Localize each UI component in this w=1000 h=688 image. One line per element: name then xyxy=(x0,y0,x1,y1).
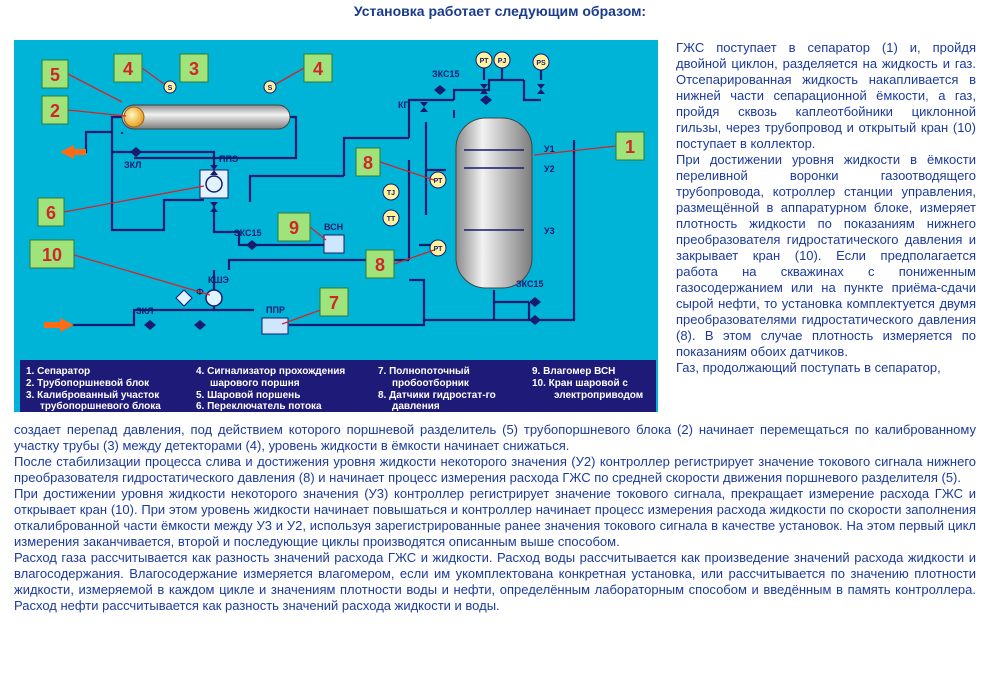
legend-item: электроприводом xyxy=(554,390,643,401)
ball-piston xyxy=(123,106,145,128)
inlet-arrow xyxy=(44,318,74,332)
callout-label: 9 xyxy=(289,218,299,238)
outlet-arrow xyxy=(60,145,86,159)
bottom-paragraph: создает перепад давления, под действием … xyxy=(14,422,976,453)
callout-label: 4 xyxy=(123,59,133,79)
page-title: Установка работает следующим образом: xyxy=(353,3,647,19)
callout-label: 1 xyxy=(625,137,635,157)
callout-label: 8 xyxy=(363,153,373,173)
label-zkl-bottom: ЗКЛ xyxy=(136,306,153,316)
gauge-group: S S РТ РJ РS РТ ТJ ТТ РТ xyxy=(163,51,550,257)
ppr-box xyxy=(261,317,289,335)
callout-label: 8 xyxy=(375,255,385,275)
callout-label: 2 xyxy=(50,101,60,121)
label-zks15-top: ЗКС15 xyxy=(432,69,460,79)
callout-label: 5 xyxy=(50,65,60,85)
filter-f xyxy=(175,289,193,307)
label-vsn: ВСН xyxy=(324,222,343,232)
legend-item: 7. Полнопоточный xyxy=(378,366,470,377)
gauge-label: РТ xyxy=(480,58,490,65)
separator-tank xyxy=(455,117,533,289)
valves xyxy=(130,84,545,330)
legend-item: 10. Кран шаровой с xyxy=(532,378,628,389)
bottom-paragraph: При достижении уровня жидкости некоторог… xyxy=(14,486,976,549)
callout-label: 4 xyxy=(313,59,323,79)
right-paragraph: ГЖС поступает в сепаратор (1) и, пройдя … xyxy=(676,40,976,151)
legend-item: 6. Переключатель потока xyxy=(196,401,322,412)
callout-leaders xyxy=(63,67,617,325)
legend-item: пробоотборник xyxy=(392,377,470,389)
legend-item: 3. Калиброванный участок xyxy=(26,389,160,401)
label-zks15-bottom: ЗКС15 xyxy=(516,279,544,289)
label-zkl-top: ЗКЛ xyxy=(124,160,141,170)
kshe-valve xyxy=(205,289,223,307)
callout-label: 10 xyxy=(42,245,62,265)
label-ppe: ППЭ xyxy=(219,154,239,164)
legend-item: 4. Сигнализатор прохождения xyxy=(196,366,345,377)
gauge-label: РJ xyxy=(498,58,507,65)
right-paragraph: При достижении уровня жидкости в ёмкости… xyxy=(676,152,976,359)
label-u3: У3 xyxy=(544,226,555,236)
callout-label: 3 xyxy=(189,59,199,79)
ppe-symbol xyxy=(205,175,223,193)
legend-item: 1. Сепаратор xyxy=(26,366,90,377)
legend-item: 8. Датчики гидростат-го xyxy=(378,390,496,401)
callout-label: 6 xyxy=(46,203,56,223)
installation-diagram: S S РТ РJ РS РТ ТJ ТТ РТ ЗКС15 КП У1 У2 … xyxy=(14,40,658,412)
legend-item: шарового поршня xyxy=(210,378,300,389)
label-zks15-mid: ЗКС15 xyxy=(234,228,262,238)
gauge-label: РТ xyxy=(434,178,444,185)
legend-item: 9. Влагомер ВСН xyxy=(532,366,615,377)
gauge-label: ТТ xyxy=(387,216,396,223)
calibrated-tube xyxy=(121,104,291,130)
legend-item: 5. Шаровой поршень xyxy=(196,390,300,401)
bottom-paragraph: После стабилизации процесса слива и дост… xyxy=(14,454,976,485)
legend-item: трубопоршневого блока xyxy=(40,400,161,412)
right-text-column: ГЖС поступает в сепаратор (1) и, пройдя … xyxy=(676,40,976,376)
right-paragraph: Газ, продолжающий поступать в сепаратор, xyxy=(676,360,941,375)
gauge-label: РТ xyxy=(434,246,444,253)
label-ppr: ППР xyxy=(266,305,285,315)
gauge-label: ТJ xyxy=(387,190,395,197)
legend-item: 2. Трубопоршневой блок xyxy=(26,377,150,389)
label-u2: У2 xyxy=(544,164,555,174)
label-u1: У1 xyxy=(544,144,555,154)
vsn-box xyxy=(323,234,345,254)
gauge-label: S xyxy=(268,85,273,92)
legend-panel xyxy=(20,360,656,412)
label-kp: КП xyxy=(398,100,410,110)
label-kshe: КШЭ xyxy=(208,275,230,285)
gauge-label: S xyxy=(168,85,173,92)
callout-label: 7 xyxy=(329,293,339,313)
callouts: 5 4 3 4 2 1 8 6 9 10 8 7 xyxy=(29,53,645,317)
legend-item: давления xyxy=(392,401,440,412)
bottom-paragraph: Расход газа рассчитывается как разность … xyxy=(14,550,976,613)
gauge-label: РS xyxy=(536,60,546,67)
bottom-text-block: создает перепад давления, под действием … xyxy=(14,422,976,614)
